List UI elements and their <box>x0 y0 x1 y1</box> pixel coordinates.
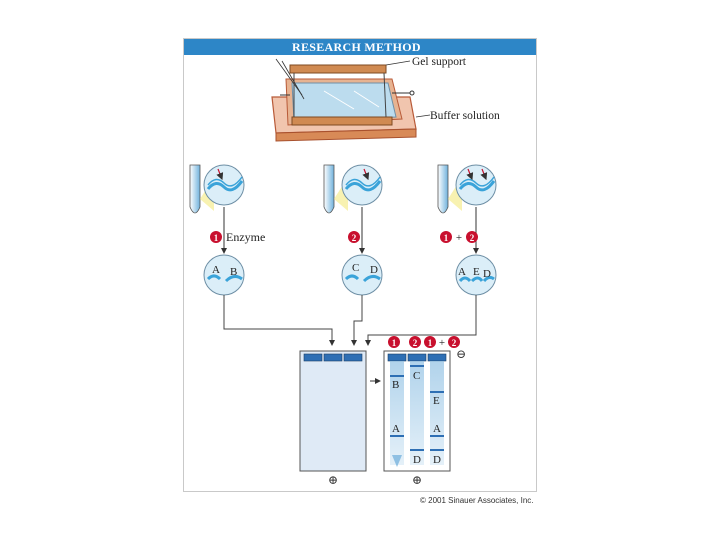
negative-electrode-symbol: ⊖ <box>456 347 466 361</box>
connector-3 <box>365 295 477 346</box>
svg-text:1: 1 <box>428 338 433 348</box>
copyright-notice: © 2001 Sinauer Associates, Inc. <box>420 496 534 505</box>
svg-text:+: + <box>456 232 462 244</box>
tube-2 <box>323 164 383 214</box>
lane-header-3: 1 + 2 <box>424 336 460 349</box>
step-3-marker: 1 + 2 <box>440 231 478 244</box>
band-label-d-left: D <box>413 454 421 466</box>
svg-text:D: D <box>483 268 491 280</box>
svg-text:1: 1 <box>214 233 219 243</box>
fragments-enzyme-1: A B <box>203 254 245 296</box>
positive-electrode-left: ⊕ <box>328 473 338 487</box>
gel-panel-right <box>383 350 451 472</box>
tube-3 <box>437 164 497 214</box>
figure-title: RESEARCH METHOD <box>292 40 421 54</box>
connector-1 <box>223 295 335 346</box>
lane-header-1: 1 <box>388 336 400 348</box>
research-method-figure: RESEARCH METHOD <box>183 38 537 492</box>
fragments-enzyme-2: C D <box>341 254 383 296</box>
connector-2 <box>351 295 363 346</box>
svg-text:E: E <box>473 266 480 278</box>
svg-text:+: + <box>439 337 445 349</box>
fragments-both: A E D <box>455 254 497 296</box>
svg-text:A: A <box>458 266 466 278</box>
svg-text:2: 2 <box>413 338 418 348</box>
gel-apparatus <box>271 58 431 142</box>
band-label-b: B <box>392 379 399 391</box>
band-label-d-right: D <box>433 454 441 466</box>
svg-text:1: 1 <box>392 338 397 348</box>
positive-electrode-right: ⊕ <box>412 473 422 487</box>
band-label-a-right: A <box>433 423 441 435</box>
band-label-e: E <box>433 395 440 407</box>
svg-text:1: 1 <box>444 233 449 243</box>
svg-text:C: C <box>352 262 359 274</box>
buffer-solution-label: Buffer solution <box>430 110 500 122</box>
svg-text:D: D <box>370 264 378 276</box>
lane-header-2: 2 <box>409 336 421 348</box>
step-1-marker: 1 <box>210 231 222 243</box>
step-2-marker: 2 <box>348 231 360 243</box>
enzyme-label: Enzyme <box>226 230 265 244</box>
svg-text:A: A <box>212 264 220 276</box>
band-label-c: C <box>413 370 420 382</box>
svg-text:2: 2 <box>352 233 357 243</box>
band-label-a-left: A <box>392 423 400 435</box>
figure-header: RESEARCH METHOD <box>184 39 536 55</box>
diagram-canvas: Gel support Buffer solution <box>189 56 500 487</box>
gel-support-label: Gel support <box>412 56 467 68</box>
gel-panel-left <box>299 350 367 472</box>
svg-text:2: 2 <box>452 338 457 348</box>
svg-text:B: B <box>230 266 237 278</box>
svg-text:2: 2 <box>470 233 475 243</box>
tube-1 <box>189 164 245 214</box>
